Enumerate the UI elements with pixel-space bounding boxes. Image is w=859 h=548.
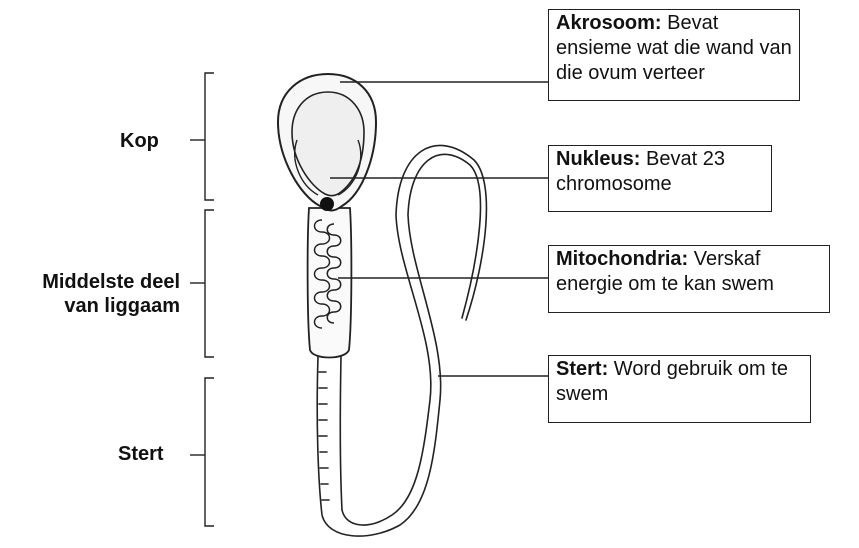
- callout-nucleus-term: Nukleus:: [556, 148, 646, 170]
- bracket-middelste-deel: [190, 210, 214, 357]
- label-middelste-deel: Middelste deel van liggaam: [10, 270, 180, 318]
- callout-acrosome-term: Akrosoom:: [556, 12, 667, 34]
- centriole-dot: [320, 197, 334, 211]
- midpiece-body: [308, 208, 352, 358]
- callout-tail: Stert: Word gebruik om te swem: [548, 355, 811, 423]
- sperm-head: [278, 74, 376, 211]
- label-middelste-deel-line2: van liggaam: [10, 294, 180, 318]
- callout-acrosome: Akrosoom: Bevat ensieme wat die wand van…: [548, 9, 800, 101]
- callout-tail-term: Stert:: [556, 358, 614, 380]
- callout-nucleus: Nukleus: Bevat 23 chromosome: [548, 145, 772, 212]
- callout-mitochondria: Mitochondria: Verskaf energie om te kan …: [548, 245, 830, 313]
- label-middelste-deel-line1: Middelste deel: [10, 270, 180, 294]
- label-kop: Kop: [120, 129, 159, 153]
- callout-mitochondria-term: Mitochondria:: [556, 248, 694, 270]
- bracket-stert: [190, 378, 214, 526]
- label-stert: Stert: [118, 442, 164, 466]
- bracket-kop: [190, 73, 214, 200]
